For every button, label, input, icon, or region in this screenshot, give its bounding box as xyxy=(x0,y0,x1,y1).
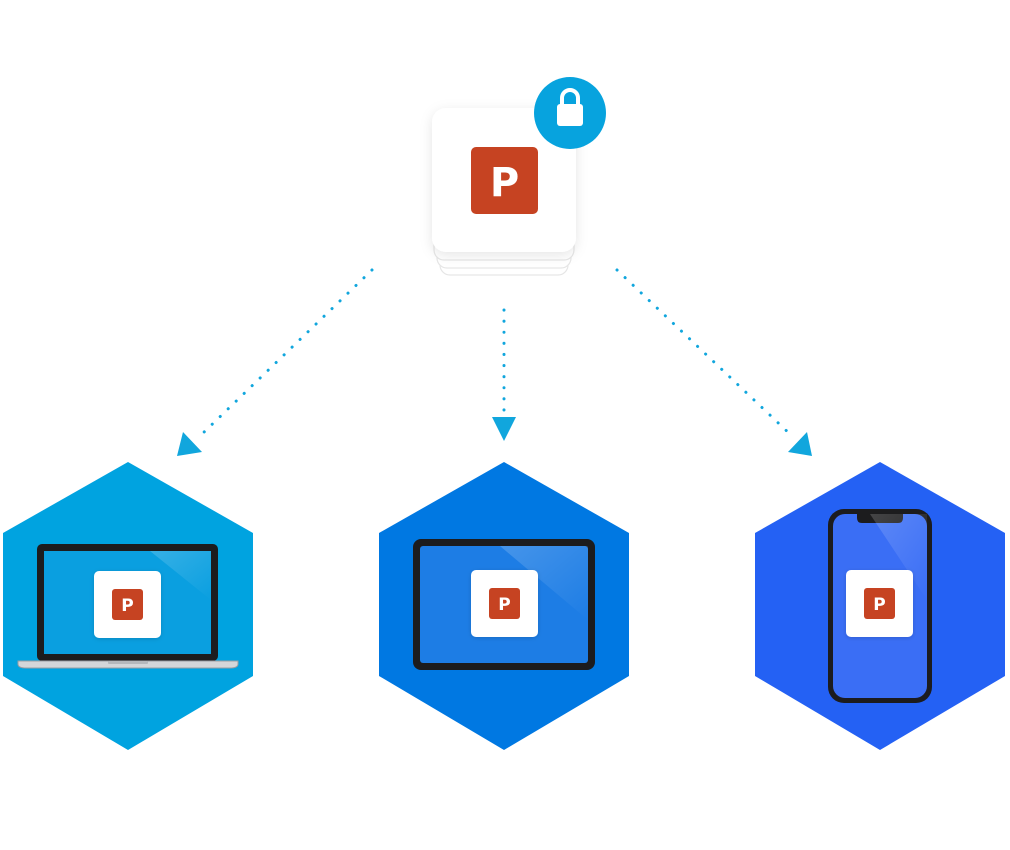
laptop-app-tile: P xyxy=(94,571,161,638)
distribution-arrows xyxy=(177,268,812,456)
arrow-to-tablet xyxy=(492,308,516,441)
tablet-icon-letter: P xyxy=(498,595,510,615)
phone-icon-letter: P xyxy=(873,595,885,615)
tablet-device: P xyxy=(379,462,629,750)
file-icon-letter: P xyxy=(490,160,519,206)
powerpoint-file-icon: P xyxy=(864,588,895,619)
laptop-icon-letter: P xyxy=(121,596,133,616)
arrow-to-phone xyxy=(615,268,812,456)
powerpoint-file-icon: P xyxy=(489,588,520,619)
powerpoint-file-icon: P xyxy=(112,589,143,620)
tablet-app-tile: P xyxy=(471,570,538,637)
document-stack: P xyxy=(432,108,576,276)
lock-icon xyxy=(557,88,583,126)
powerpoint-file-icon: P xyxy=(471,147,538,214)
laptop-device: P xyxy=(3,462,253,750)
lock-badge xyxy=(534,77,606,149)
phone-app-tile: P xyxy=(846,570,913,637)
arrow-to-laptop xyxy=(177,268,374,456)
phone-device: P xyxy=(755,462,1005,750)
